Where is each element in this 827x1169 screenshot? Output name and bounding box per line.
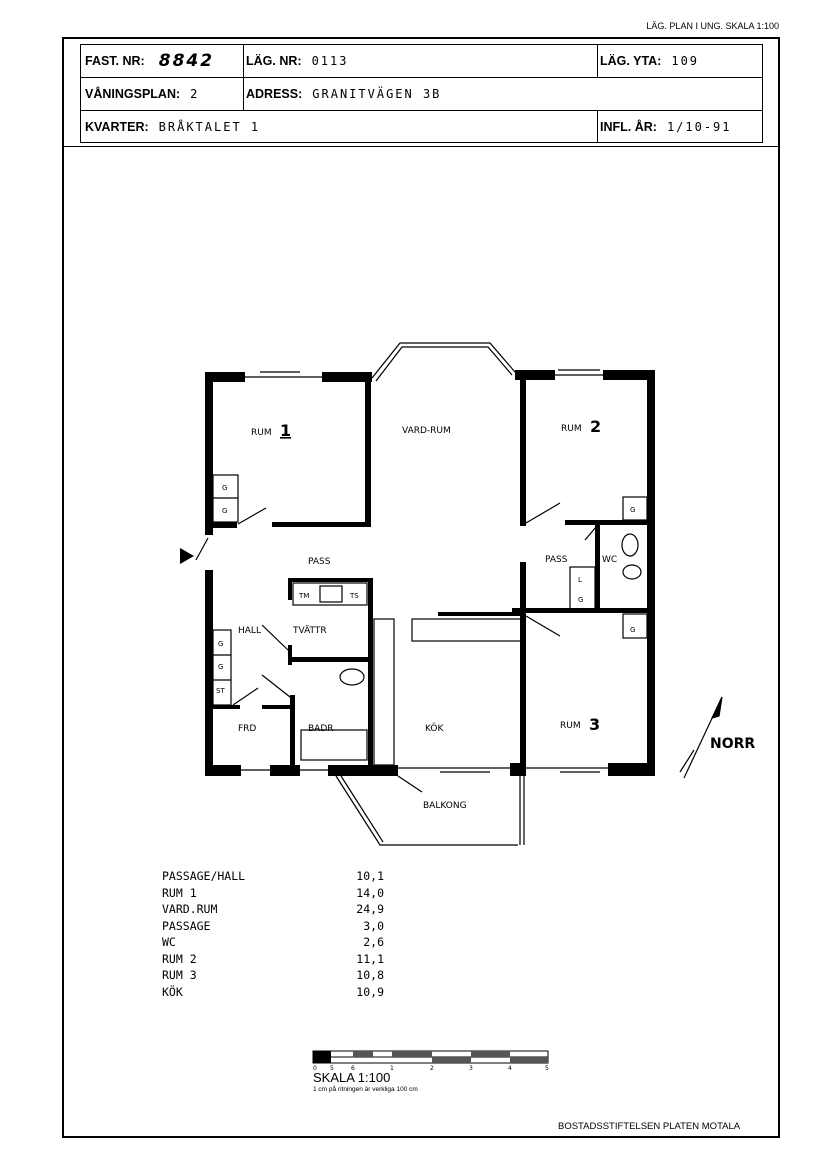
area-name: VARD.RUM [162,902,218,916]
area-value: 3,0 [363,918,384,933]
scale-tick-label: 2 [430,1065,434,1072]
lag-nr-label: LÄG. NR: [246,54,302,68]
area-name: PASSAGE/HALL [162,869,246,883]
header-divider [62,146,778,147]
infl-ar-field: INFL. ÅR: 1/10-91 [600,111,732,142]
vaningsplan-value: 2 [190,87,200,101]
room-number-rum3: 3 [589,715,600,734]
area-row: RUM 3 10,8 [162,967,384,984]
closet-label: L [578,576,582,584]
area-name: RUM 2 [162,951,197,966]
area-row: KÖK 10,9 [162,984,384,1001]
room-label-rum2: RUM [561,424,582,434]
room-label-rum1: RUM [251,428,272,438]
fixture-label: TM [298,592,309,600]
lag-yta-field: LÄG. YTA: 109 [600,45,699,77]
room-label-rum3: RUM [560,721,581,731]
area-row: VARD.RUM 24,9 [162,901,384,918]
closet-label: G [630,626,635,634]
vaningsplan-label: VÅNINGSPLAN: [85,87,181,101]
footer-organization: BOSTADSSTIFTELSEN PLATEN MOTALA [558,1121,741,1132]
scale-tick-label: 5 [545,1065,549,1072]
scale-tick-label: 6 [351,1065,355,1072]
room-label-frd: FRD [238,724,256,734]
fast-nr-field: FAST. NR: 8842 [85,45,214,77]
closet-label: G [218,640,223,648]
fixture-label: TS [349,592,359,600]
scale-tick-label: 1 [390,1065,394,1072]
infl-ar-value: 1/10-91 [666,119,732,134]
area-value: 2,6 [363,935,384,949]
lag-yta-label: LÄG. YTA: [600,54,662,68]
scale-tick-label: 0 [313,1065,317,1072]
area-name: RUM 3 [162,968,197,982]
scale-note: LÄG. PLAN I UNG. SKALA 1:100 [646,21,779,31]
area-value: 11,1 [356,951,384,966]
room-label-vardrum: VARD-RUM [402,426,451,436]
area-value: 24,9 [356,902,384,916]
closet-label: G [630,506,635,514]
room-label-hall: HALL [238,626,261,636]
scale-subtitle: 1 cm på ritningen är verkliga 100 cm [313,1086,418,1093]
area-row: PASSAGE 3,0 [162,918,384,935]
kvarter-label: KVARTER: [85,119,149,134]
closet-label: G [222,484,227,492]
fast-nr-value: 8842 [158,51,215,71]
closet-label: G [222,507,227,515]
room-label-kok: KÖK [425,723,444,734]
area-value: 14,0 [356,885,384,900]
area-value: 10,1 [356,869,384,883]
room-label-tvattr: TVÄTTR [292,625,327,636]
closet-label: G [218,663,223,671]
area-row: RUM 1 14,0 [162,885,384,902]
vaningsplan-field: VÅNINGSPLAN: 2 [85,78,199,110]
kvarter-field: KVARTER: BRÅKTALET 1 [85,111,260,142]
closet-label: ST [216,687,225,695]
room-number-rum2: 2 [590,417,601,436]
closet-label: G [578,596,583,604]
north-label: NORR [710,736,755,752]
area-row: PASSAGE/HALL 10,1 [162,868,384,885]
room-label-pass-2: PASS [545,555,568,565]
scale-tick-label: 4 [508,1065,512,1072]
room-label-badr: BADR [308,724,334,734]
fast-nr-label: FAST. NR: [85,54,145,68]
lag-nr-field: LÄG. NR: 0113 [246,45,348,77]
room-label-balkong: BALKONG [423,801,467,811]
area-value: 10,9 [356,984,384,999]
scale-tick-label: 5 [330,1065,334,1072]
kvarter-value: BRÅKTALET 1 [158,119,261,134]
room-labels: RUM 1 VARD-RUM RUM 2 PASS PASS WC HALL T… [238,417,755,811]
lag-nr-value: 0113 [311,54,349,68]
scale-bar: 0 5 6 1 2 3 4 5 [312,1050,549,1072]
area-row: WC 2,6 [162,934,384,951]
area-row: RUM 2 11,1 [162,951,384,968]
header-box: FAST. NR: 8842 LÄG. NR: 0113 LÄG. YTA: 1… [80,44,763,143]
scale-title: SKALA 1:100 [313,1070,391,1085]
area-name: WC [162,935,176,949]
area-name: RUM 1 [162,885,197,900]
room-number-rum1: 1 [280,421,291,440]
infl-ar-label: INFL. ÅR: [600,119,657,134]
adress-field: ADRESS: GRANITVÄGEN 3B [246,78,441,110]
room-label-pass: PASS [308,557,331,567]
fixture-labels: G G G G ST TM TS L G G G [216,484,635,695]
area-name: KÖK [162,984,183,999]
lag-yta-value: 109 [671,54,700,68]
windows-and-fixtures [195,342,723,846]
adress-label: ADRESS: [246,87,303,101]
adress-value: GRANITVÄGEN 3B [312,87,442,101]
area-value: 10,8 [356,968,384,982]
scale-tick-label: 3 [469,1065,473,1072]
walls [180,370,655,776]
area-name: PASSAGE [162,918,211,933]
page-frame [62,37,780,1138]
room-label-wc: WC [602,555,617,565]
